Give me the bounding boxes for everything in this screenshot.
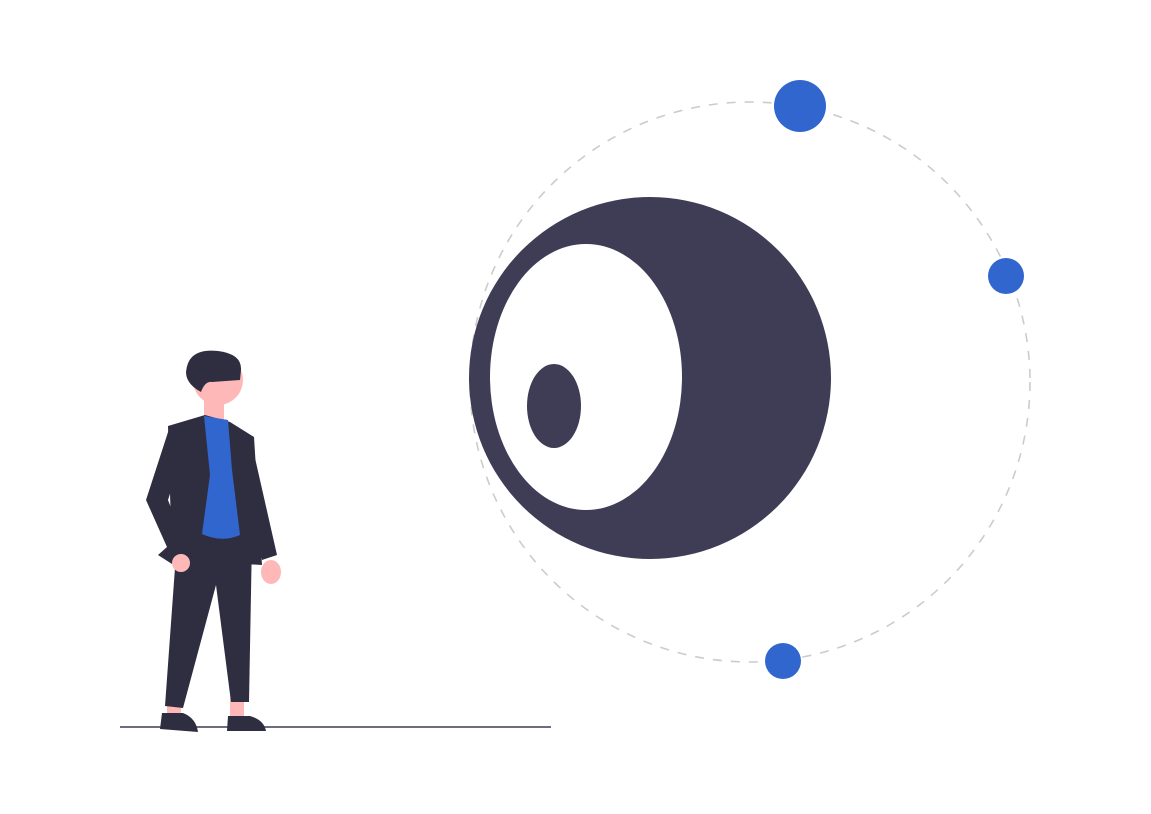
eye-icon — [469, 197, 831, 559]
person-hair — [186, 350, 242, 392]
person-icon — [146, 350, 281, 732]
person-shoe-left — [160, 713, 198, 732]
eye-pupil — [527, 364, 581, 448]
orbit-ring — [469, 101, 1031, 663]
person-arm-right — [246, 436, 277, 560]
person-pants — [165, 538, 252, 708]
person-arm-left — [146, 426, 188, 564]
person-shirt — [202, 416, 240, 539]
person-hand-left — [172, 554, 190, 572]
eye-white — [490, 244, 682, 510]
orbit-dot-large — [774, 80, 826, 132]
orbit-dot-right — [988, 258, 1024, 294]
person-hand-right — [261, 560, 281, 584]
person-shoe-right — [227, 716, 266, 731]
person-ankle-right — [230, 698, 244, 720]
orbit-dot-bottom — [765, 643, 801, 679]
